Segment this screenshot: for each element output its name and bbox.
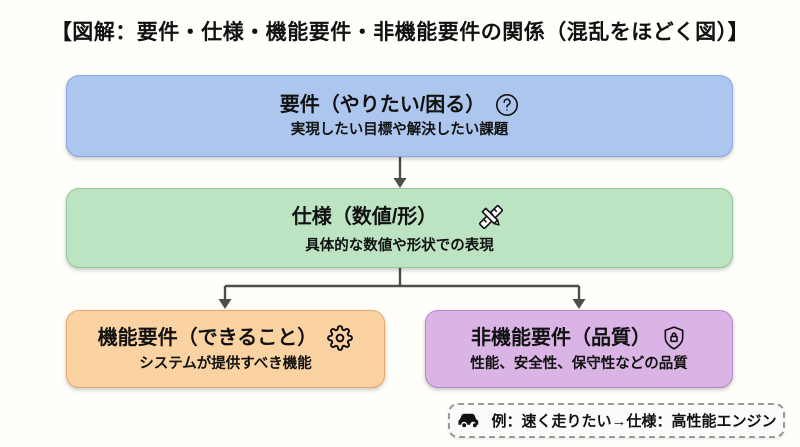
box-specification-subtitle: 具体的な数値や形状での表現 bbox=[305, 237, 494, 254]
box-functional-subtitle: システムが提供すべき機能 bbox=[139, 355, 312, 372]
box-nonfunctional-subtitle: 性能、安全性、保守性などの品質 bbox=[470, 355, 688, 372]
question-circle-icon bbox=[495, 93, 519, 117]
box-functional-title: 機能要件（できること） bbox=[97, 326, 318, 349]
box-functional: 機能要件（できること） システムが提供すべき機能 bbox=[66, 310, 385, 388]
box-specification: 仕様（数値/形） 具体的な数値や形状での表現 bbox=[66, 188, 733, 268]
box-requirements-subtitle: 実現したい目標や解決したい課題 bbox=[290, 121, 509, 138]
box-nonfunctional: 非機能要件（品質） 性能、安全性、保守性などの品質 bbox=[425, 310, 733, 388]
gear-icon bbox=[327, 324, 354, 351]
box-specification-title: 仕様（数値/形） bbox=[291, 205, 438, 228]
page-title: 【図解：要件・仕様・機能要件・非機能要件の関係（混乱をほどく図）】 bbox=[50, 21, 750, 44]
box-nonfunctional-title: 非機能要件（品質） bbox=[471, 326, 651, 349]
example-badge: 例：速く走りたい→仕様：高性能エンジン bbox=[448, 403, 785, 438]
car-icon bbox=[456, 407, 483, 434]
box-requirements-title: 要件（やりたい/困る） bbox=[279, 93, 486, 116]
ruler-pencil-icon bbox=[475, 201, 507, 233]
shield-lock-icon bbox=[661, 325, 687, 351]
example-badge-text: 例：速く走りたい→仕様：高性能エンジン bbox=[491, 413, 777, 430]
box-requirements: 要件（やりたい/困る） 実現したい目標や解決したい課題 bbox=[66, 75, 733, 157]
